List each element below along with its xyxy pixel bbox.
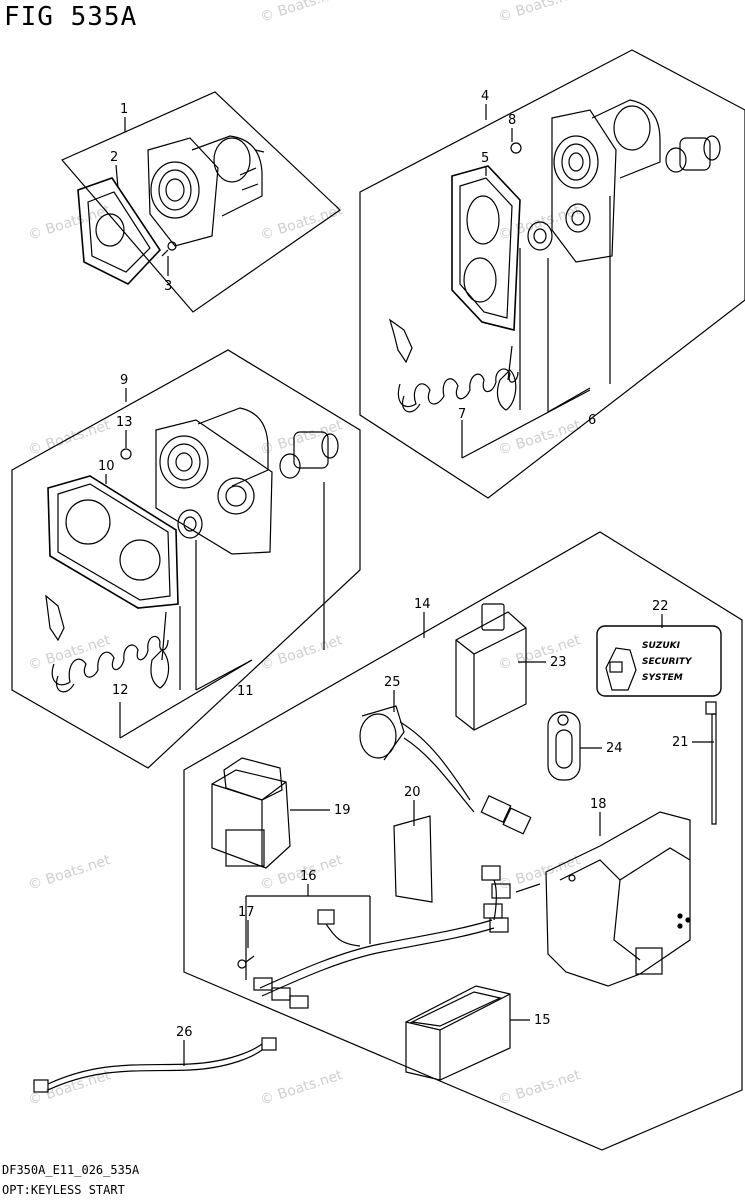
ignition-switch-body: [147, 135, 265, 247]
screw-part-13: [120, 448, 132, 460]
watermark-text: © Boats.net: [26, 202, 113, 244]
callout-24: 24: [606, 741, 623, 756]
callout-19: 19: [334, 803, 351, 818]
callout-2: 2: [110, 150, 118, 165]
plate-part-10: [47, 475, 179, 609]
callout-1: 1: [120, 102, 128, 117]
security-label-text: SUZUKI SECURITY SYSTEM: [642, 641, 693, 683]
watermark-text: © Boats.net: [496, 417, 583, 459]
group-keyless-system: [183, 531, 743, 1151]
switch-body-part-4: [551, 99, 661, 263]
callout-10: 10: [98, 459, 115, 474]
watermark-text: © Boats.net: [496, 0, 583, 26]
callout-16: 16: [300, 869, 317, 884]
figure-title: FIG 535A: [4, 2, 138, 32]
callout-6: 6: [588, 413, 596, 428]
callout-11: 11: [237, 684, 254, 699]
cable-part-26: [33, 1037, 277, 1093]
figure-code: DF350A_E11_026_535A: [2, 1163, 140, 1177]
start-button-switch: [279, 431, 339, 479]
seal-ring: [527, 221, 553, 251]
lanyard-part-12: [45, 594, 170, 693]
watermark-text: © Boats.net: [26, 1067, 113, 1109]
start-button-switch: [665, 135, 721, 173]
screw-part-3: [161, 241, 177, 257]
key-fob-part-24: [547, 711, 581, 781]
plate-part-5: [451, 165, 521, 332]
callout-3: 3: [164, 279, 172, 294]
callout-7: 7: [458, 407, 466, 422]
watermark-text: © Boats.net: [26, 852, 113, 894]
switch-body-part-9: [155, 407, 273, 555]
callout-14: 14: [414, 597, 431, 612]
watermark-text: © Boats.net: [496, 1067, 583, 1109]
security-label-line3: SYSTEM: [642, 673, 683, 683]
relay-part-19: [211, 757, 291, 869]
ecu-part-23: [455, 603, 527, 731]
callout-18: 18: [590, 797, 607, 812]
card-part-20: [393, 815, 433, 903]
cable-tie-part-21: [705, 701, 717, 825]
callout-25: 25: [384, 675, 401, 690]
callout-15: 15: [534, 1013, 551, 1028]
antenna-part-25: [359, 705, 532, 835]
group-dual-switch-assy: [11, 349, 361, 769]
watermark-text: © Boats.net: [496, 632, 583, 674]
callout-23: 23: [550, 655, 567, 670]
watermark-text: © Boats.net: [258, 1067, 345, 1109]
security-label-line2: SECURITY: [642, 657, 693, 667]
callout-numbers: 1 2 3 4 5 6 7 8 9 10 11 12 13 14 15 16 1…: [98, 89, 689, 1040]
callout-8: 8: [508, 113, 516, 128]
watermark-layer: © Boats.net © Boats.net © Boats.net © Bo…: [26, 0, 583, 1109]
lanyard-part-7: [388, 318, 519, 413]
watermark-text: © Boats.net: [496, 852, 583, 894]
callout-20: 20: [404, 785, 421, 800]
callout-12: 12: [112, 683, 129, 698]
security-label-part-22: [596, 625, 722, 697]
group-switch-and-start-button-assy: [359, 49, 745, 499]
callout-21: 21: [672, 735, 689, 750]
callout-13: 13: [116, 415, 133, 430]
figure-name: OPT:KEYLESS START: [2, 1183, 125, 1197]
bracket-part-18: [545, 811, 691, 987]
leader-lines: [105, 104, 714, 1066]
watermark-text: © Boats.net: [258, 0, 345, 26]
callout-22: 22: [652, 599, 669, 614]
screw-part-8: [510, 142, 522, 154]
watermark-text: © Boats.net: [258, 417, 345, 459]
callout-17: 17: [238, 905, 255, 920]
callout-26: 26: [176, 1025, 193, 1040]
watermark-text: © Boats.net: [258, 202, 345, 244]
seal-ring: [177, 509, 203, 539]
cover-part-15: [405, 985, 511, 1081]
group-ignition-switch-assy: [61, 91, 341, 313]
callout-4: 4: [481, 89, 489, 104]
security-label-line1: SUZUKI: [642, 641, 681, 651]
wiring-harness-part-16: [253, 865, 541, 1009]
bolt-part-17: [237, 955, 255, 969]
switch-plate-part-2: [77, 177, 162, 285]
callout-9: 9: [120, 373, 128, 388]
callout-5: 5: [481, 151, 489, 166]
